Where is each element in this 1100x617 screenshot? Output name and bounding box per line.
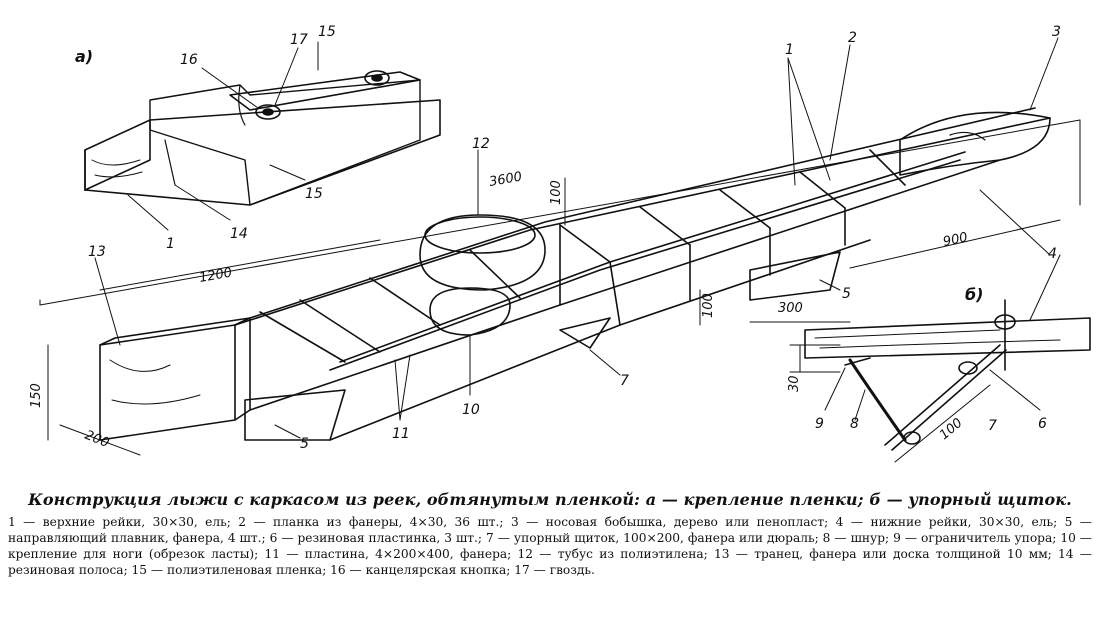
label-9: 9 [815,416,824,432]
dim-900: 900 [942,230,969,250]
label-10: 10 [462,402,480,418]
label-5-front: 5 [300,436,309,452]
dim-200: 200 [83,428,112,451]
label-13: 13 [88,244,106,260]
inset-b-stop-board [789,254,1091,463]
label-1-inset: 1 [166,236,175,252]
dim-100-side: 100 [701,293,716,318]
dim-300: 300 [778,301,803,316]
dim-1200: 1200 [198,265,233,286]
inset-a-film-attachment [84,41,441,231]
dim-100-inset-b: 100 [937,416,966,443]
label-6: 6 [1038,416,1047,432]
caption-legend: 1 — верхние рейки, 30×30, ель; 2 — планк… [8,515,1092,577]
label-8: 8 [850,416,859,432]
dim-100-top: 100 [549,180,564,205]
label-15-bottom: 15 [305,186,323,202]
label-16: 16 [180,52,198,68]
figure-caption: Конструкция лыжи с каркасом из реек, обт… [8,490,1092,578]
label-11: 11 [392,426,410,442]
dim-30: 30 [787,375,802,392]
main-ski-frame [39,37,1081,456]
label-12: 12 [472,136,490,152]
label-3: 3 [1052,24,1061,40]
label-15-top: 15 [318,24,336,40]
caption-title: Конструкция лыжи с каркасом из реек, обт… [28,490,1072,509]
label-14: 14 [230,226,248,242]
dim-150: 150 [29,383,44,408]
label-1-top: 1 [785,42,794,58]
ski-frame-diagram: а) б) 16 17 15 15 1 14 13 1 2 3 4 4 12 1… [29,24,1091,463]
dim-3600: 3600 [488,169,523,190]
subfig-b-label: б) [965,285,983,304]
label-7-inset-b: 7 [988,418,997,434]
label-5-right: 5 [842,286,851,302]
label-17: 17 [290,32,308,48]
subfig-a-label: а) [75,47,93,66]
label-7-main: 7 [620,373,629,389]
label-2: 2 [848,30,857,46]
label-4: 4 [1048,246,1057,262]
